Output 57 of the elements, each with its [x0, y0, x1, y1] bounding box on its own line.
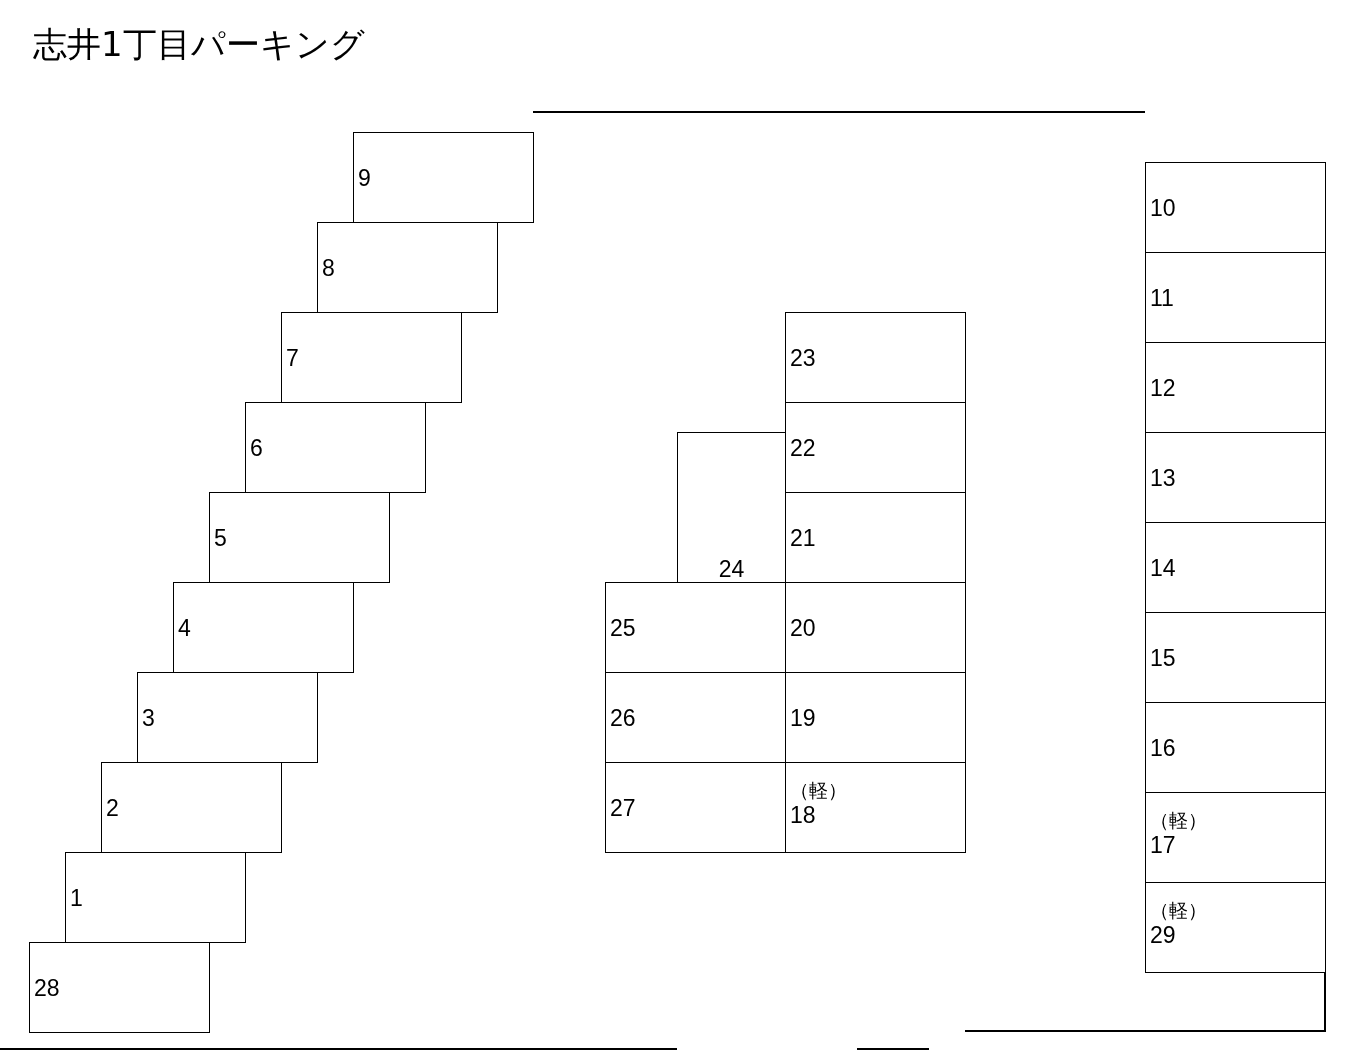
- space-number: 13: [1150, 464, 1176, 491]
- space-number: 23: [790, 344, 816, 371]
- space-number: 8: [322, 254, 335, 281]
- parking-space: [1145, 342, 1326, 433]
- space-number: 24: [718, 556, 745, 582]
- space-number: 12: [1150, 374, 1176, 401]
- space-number: 22: [790, 434, 816, 461]
- space-number: 15: [1150, 644, 1176, 671]
- space-number: 18: [790, 801, 817, 828]
- parking-space: [281, 312, 462, 403]
- parking-space: [353, 132, 534, 223]
- space-number: 19: [790, 704, 816, 731]
- space-number: 2: [106, 794, 119, 821]
- parking-space: [677, 432, 786, 583]
- parking-space: [1145, 432, 1326, 523]
- space-number: 17: [1150, 831, 1177, 858]
- parking-space: [1145, 522, 1326, 613]
- space-number: 5: [214, 524, 227, 551]
- space-number: 25: [610, 614, 636, 641]
- space-number: 3: [142, 704, 155, 731]
- parking-space: [1145, 612, 1326, 703]
- space-number: 14: [1150, 554, 1176, 581]
- space-number: 10: [1150, 194, 1176, 221]
- parking-space: [1145, 882, 1326, 973]
- space-number: 26: [610, 704, 636, 731]
- parking-space: [1145, 252, 1326, 343]
- space-number: 7: [286, 344, 299, 371]
- parking-space: [785, 762, 966, 853]
- space-number: 4: [178, 614, 191, 641]
- space-note: （軽）: [1150, 899, 1207, 922]
- parking-space: [245, 402, 426, 493]
- space-number: 1: [70, 884, 83, 911]
- space-number: 21: [790, 524, 816, 551]
- parking-space: [1145, 792, 1326, 883]
- space-number: 27: [610, 794, 636, 821]
- space-number: 20: [790, 614, 816, 641]
- parking-space: [173, 582, 354, 673]
- parking-space: [29, 942, 210, 1033]
- parking-space: [605, 762, 786, 853]
- page-title: 志井1丁目パーキング: [33, 23, 365, 66]
- space-number: 11: [1150, 284, 1174, 311]
- space-number: 6: [250, 434, 263, 461]
- space-note: （軽）: [1150, 809, 1207, 832]
- parking-space: [785, 402, 966, 493]
- space-number: 16: [1150, 734, 1176, 761]
- parking-space: [101, 762, 282, 853]
- space-number: 29: [1150, 921, 1177, 948]
- parking-space: [65, 852, 246, 943]
- parking-space: [1145, 162, 1326, 253]
- parking-space: [137, 672, 318, 763]
- space-number: 28: [34, 974, 60, 1001]
- parking-space: [209, 492, 390, 583]
- space-note: （軽）: [790, 779, 847, 802]
- parking-space: [317, 222, 498, 313]
- space-number: 9: [358, 164, 371, 191]
- parking-space: [1145, 702, 1326, 793]
- parking-space: [785, 312, 966, 403]
